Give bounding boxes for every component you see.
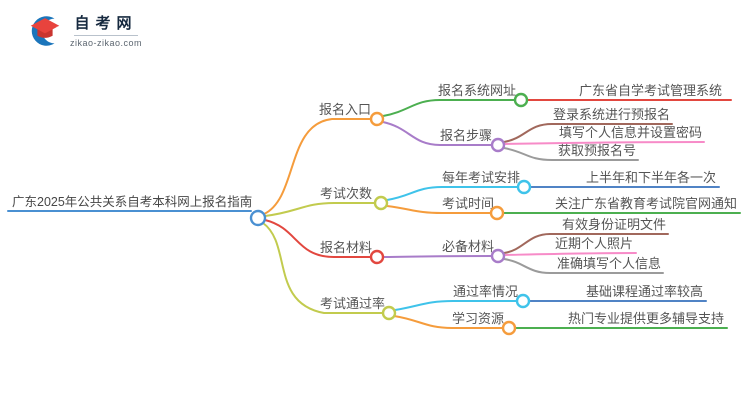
branch-line-signup-materials	[264, 219, 372, 258]
node-circle-required-materials	[490, 248, 506, 264]
leaf-label-fill-info-set-password: 填写个人信息并设置密码	[559, 125, 702, 140]
leaf-label-recent-photo: 近期个人照片	[555, 236, 633, 251]
node-circle-signup-materials	[369, 249, 385, 265]
leaf-label-follow-official-notice: 关注广东省教育考试院官网通知	[555, 196, 737, 211]
node-circle-exam-time	[489, 205, 505, 221]
child-label-signup-system-url: 报名系统网址	[438, 83, 516, 98]
leaf-line-accurate-personal-info	[503, 258, 664, 274]
child-label-required-materials: 必备材料	[442, 239, 494, 254]
leaf-line-valid-id-document	[503, 233, 669, 254]
child-label-annual-exam-schedule: 每年考试安排	[442, 170, 520, 185]
node-circle-signup-entry	[369, 111, 385, 127]
root-node-circle	[249, 209, 267, 227]
branch-line-exam-frequency	[264, 202, 376, 217]
leaf-label-guangdong-self-study-system: 广东省自学考试管理系统	[579, 83, 722, 98]
leaf-line-fill-info-set-password	[503, 141, 705, 145]
child-line-annual-exam-schedule	[386, 186, 519, 201]
logo-site-domain: zikao-zikao.com	[70, 37, 143, 48]
leaf-line-recent-photo	[503, 252, 637, 256]
branch-label-pass-rate: 考试通过率	[320, 296, 385, 311]
leaf-label-basic-course-pass-rate: 基础课程通过率较高	[586, 284, 703, 299]
leaf-label-get-preregistration-number: 获取预报名号	[558, 143, 636, 158]
leaf-label-login-preregister: 登录系统进行预报名	[553, 107, 670, 122]
node-circle-signup-system-url	[513, 92, 529, 108]
node-circle-pass-rate-status	[515, 293, 531, 309]
leaf-label-valid-id-document: 有效身份证明文件	[562, 217, 666, 232]
leaf-label-twice-per-year: 上半年和下半年各一次	[586, 170, 716, 185]
branch-label-signup-entry: 报名入口	[319, 102, 371, 117]
node-circle-exam-frequency	[373, 195, 389, 211]
child-label-exam-time: 考试时间	[442, 196, 494, 211]
node-circle-pass-rate	[381, 305, 397, 321]
logo-site-name: 自考网	[74, 14, 138, 32]
root-node-label: 广东2025年公共关系自考本科网上报名指南	[12, 194, 252, 209]
child-label-signup-steps: 报名步骤	[440, 128, 492, 143]
child-line-required-materials	[382, 255, 493, 258]
site-logo[interactable]: 自考网 zikao-zikao.com	[26, 12, 142, 50]
child-line-study-resources	[393, 315, 504, 329]
child-line-signup-system-url	[382, 99, 516, 117]
child-line-exam-time	[386, 205, 492, 214]
logo-graduation-cap-icon	[30, 16, 60, 46]
node-circle-signup-steps	[490, 137, 506, 153]
leaf-label-accurate-personal-info: 准确填写个人信息	[557, 256, 661, 271]
leaf-label-popular-major-support: 热门专业提供更多辅导支持	[568, 311, 724, 326]
branch-label-exam-frequency: 考试次数	[320, 186, 372, 201]
node-circle-study-resources	[501, 320, 517, 336]
child-label-study-resources: 学习资源	[452, 311, 504, 326]
node-circle-annual-exam-schedule	[516, 179, 532, 195]
branch-line-pass-rate	[262, 222, 384, 314]
child-line-pass-rate-status	[394, 300, 518, 311]
child-line-signup-steps	[382, 121, 493, 146]
leaf-line-login-preregister	[503, 123, 673, 143]
logo-divider	[74, 34, 139, 36]
branch-label-signup-materials: 报名材料	[320, 240, 372, 255]
branch-line-signup-entry	[263, 118, 372, 215]
logo-cap-top-shape	[30, 18, 60, 34]
leaf-line-get-preregistration-number	[503, 147, 639, 161]
child-label-pass-rate-status: 通过率情况	[453, 284, 518, 299]
